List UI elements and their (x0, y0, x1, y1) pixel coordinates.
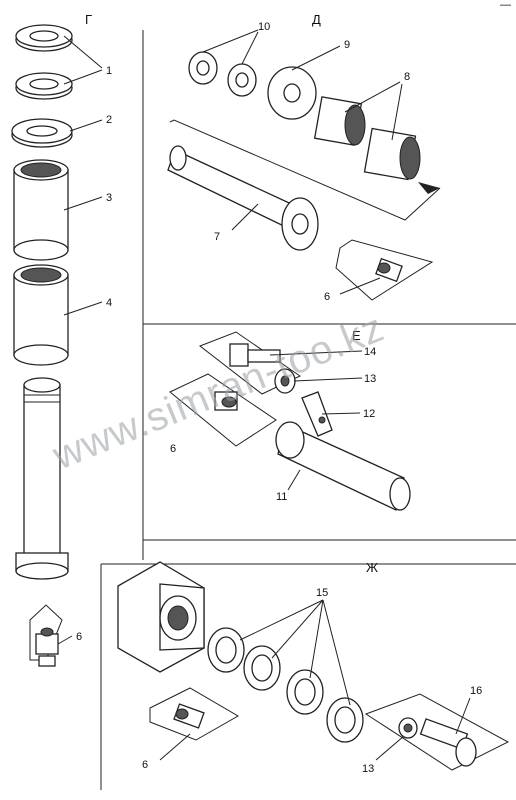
housing-block (117, 561, 205, 673)
leader-lines (57, 29, 471, 761)
bushing-8a (313, 96, 366, 146)
bushing-4 (13, 264, 69, 366)
castle-nut-10a (188, 51, 218, 85)
callout-11: 11 (276, 491, 287, 503)
callout-8: 8 (404, 71, 410, 83)
corner-mark: — (500, 0, 511, 11)
castle-nut-1a (15, 24, 73, 52)
callout-15: 15 (316, 587, 328, 599)
gasket-15b (243, 645, 281, 691)
nut-13b (398, 717, 418, 739)
bolt-16 (364, 693, 510, 771)
callout-1: 1 (106, 65, 112, 77)
grease-fitting-6c (169, 373, 277, 447)
section-label-d: Д (312, 12, 321, 27)
callout-12: 12 (363, 408, 375, 420)
castle-nut-10b (227, 63, 257, 97)
gasket-15c (286, 669, 324, 715)
callout-6-d: 6 (324, 291, 330, 303)
callout-13-e: 13 (364, 373, 376, 385)
bushing-3 (13, 159, 69, 261)
section-zh-parts (117, 561, 510, 771)
callout-numbers: 1 2 3 4 6 10 9 8 7 6 14 13 12 6 11 15 16… (76, 21, 482, 775)
castle-nut-1b (15, 72, 73, 100)
bolt-14 (198, 331, 301, 395)
washer-2 (11, 118, 73, 148)
section-label-g: Г (85, 12, 92, 27)
callout-4: 4 (106, 297, 112, 309)
callout-7: 7 (214, 231, 220, 243)
pin-11 (275, 421, 411, 511)
callout-14: 14 (364, 346, 376, 358)
pin-7 (167, 145, 319, 251)
section-g-parts (11, 24, 73, 667)
grease-fitting-6b (335, 239, 434, 301)
grease-fitting-6a (29, 604, 63, 667)
callout-10: 10 (258, 21, 270, 33)
section-label-zh: Ж (366, 560, 378, 575)
gasket-15a (207, 627, 245, 673)
callout-6-zh: 6 (142, 759, 148, 771)
callout-6-g: 6 (76, 631, 82, 643)
section-e-parts (169, 331, 411, 511)
callout-16: 16 (470, 685, 482, 697)
section-dividers (100, 30, 516, 790)
gasket-15d (326, 697, 364, 743)
section-d-parts (167, 51, 441, 301)
callout-9: 9 (344, 39, 350, 51)
callout-2: 2 (106, 114, 112, 126)
callout-3: 3 (106, 192, 112, 204)
grease-fitting-6d (149, 687, 239, 741)
pin-shaft (15, 377, 69, 580)
washer-9 (267, 66, 317, 120)
plate-12 (301, 391, 333, 437)
nut-13a (274, 368, 296, 394)
callout-13-zh: 13 (362, 763, 374, 775)
callout-6-e: 6 (170, 443, 176, 455)
section-label-e: Е (352, 328, 361, 343)
